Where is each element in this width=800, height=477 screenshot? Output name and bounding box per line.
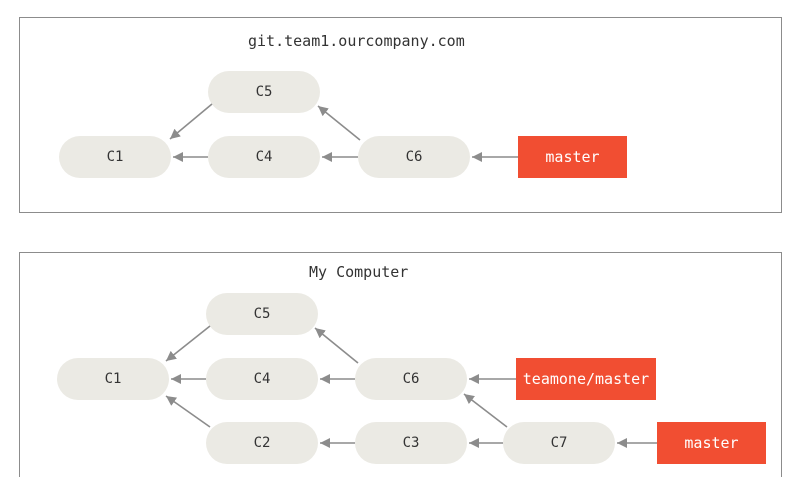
remote-commit-c4: C4: [208, 136, 320, 178]
local-commit-c1: C1: [57, 358, 169, 400]
local-commit-c3: C3: [355, 422, 467, 464]
remote-commit-c1: C1: [59, 136, 171, 178]
remote-repo-title: git.team1.ourcompany.com: [248, 32, 465, 50]
local-branch-teamone-master: teamone/master: [516, 358, 656, 400]
remote-commit-c5: C5: [208, 71, 320, 113]
local-branch-master: master: [657, 422, 766, 464]
remote-repo-panel: [19, 17, 782, 213]
local-commit-c4: C4: [206, 358, 318, 400]
remote-commit-c6: C6: [358, 136, 470, 178]
local-commit-c7: C7: [503, 422, 615, 464]
local-commit-c2: C2: [206, 422, 318, 464]
local-commit-c6: C6: [355, 358, 467, 400]
local-repo-title: My Computer: [309, 263, 409, 281]
remote-branch-master: master: [518, 136, 627, 178]
local-commit-c5: C5: [206, 293, 318, 335]
